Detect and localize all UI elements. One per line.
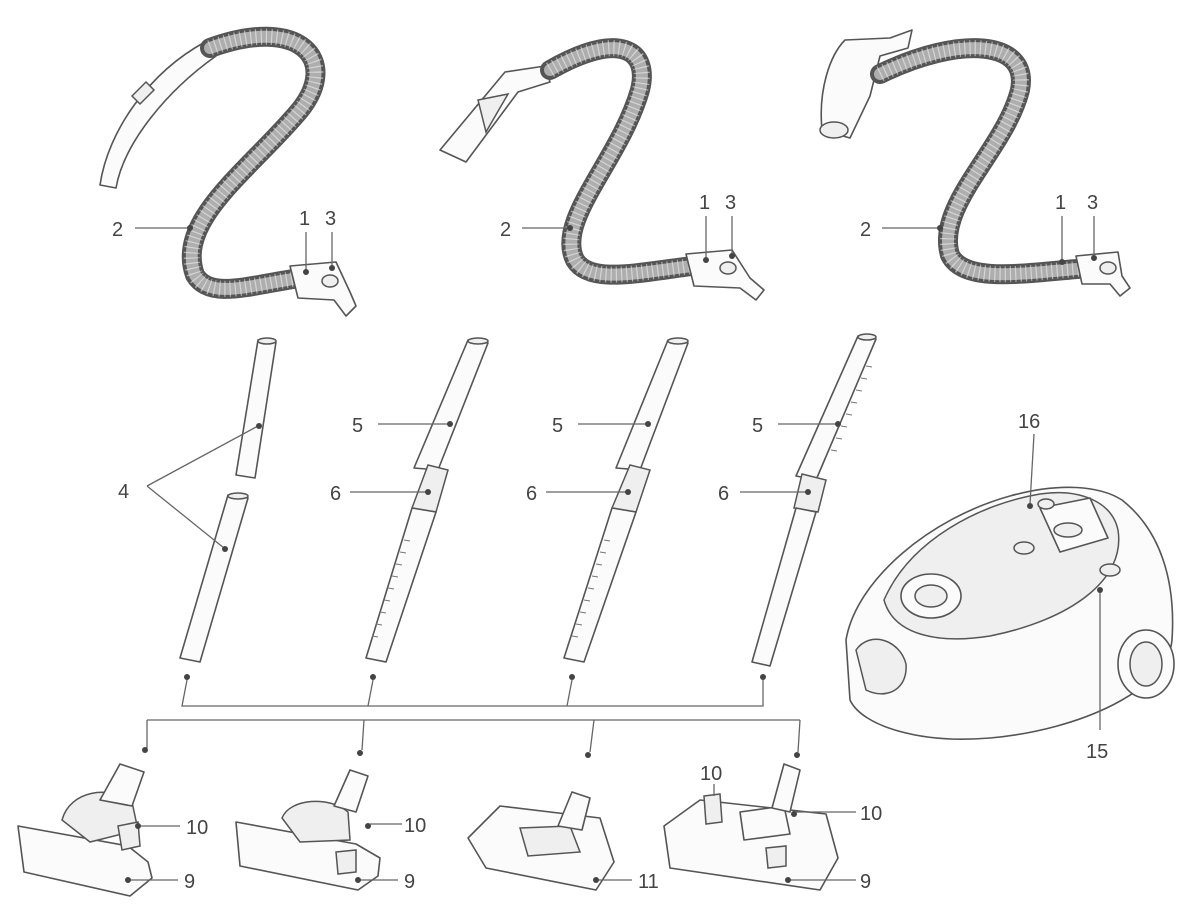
label-nozzle-3-parquet: 11 [638, 871, 659, 893]
label-nozzle-1-pedal: 9 [184, 871, 195, 893]
tube-1-slider-icon [410, 464, 449, 513]
telescopic-tube-1-icon [413, 339, 489, 471]
label-hose-1-body: 2 [112, 219, 123, 241]
nozzle-1: 10 9 [17, 763, 208, 897]
label-tube-1-telescopic: 5 [352, 415, 363, 437]
hose-1-connector-icon [289, 261, 357, 317]
label-hose-2-body: 2 [500, 219, 511, 241]
hose-3-connector-icon [1075, 251, 1131, 297]
hose-1-handle-icon [99, 41, 217, 189]
label-hose-1-connector: 1 [299, 208, 310, 230]
label-hose-3-catch: 3 [1087, 192, 1098, 214]
label-nozzle-1-rake: 10 [186, 817, 208, 839]
telescopic-tube-1: 5 6 [330, 337, 489, 663]
telescopic-tube-2: 5 6 [526, 337, 689, 663]
label-hose-2-connector: 1 [699, 192, 710, 214]
label-tube-3-slider: 6 [718, 483, 729, 505]
hose-1 [99, 26, 357, 317]
label-hose-3-connector: 1 [1055, 192, 1066, 214]
label-tube: 4 [118, 481, 129, 503]
tube-2-slider-icon [610, 464, 651, 513]
label-nozzle-2-rake: 10 [404, 815, 426, 837]
label-tube-1-slider: 6 [330, 483, 341, 505]
connection-lines [142, 674, 801, 758]
label-nozzle-4-rake-top: 10 [700, 763, 722, 785]
nozzle-1-pedal-icon [117, 821, 141, 851]
telescopic-tube-3: 5 6 [718, 333, 877, 667]
label-hose-3-body: 2 [860, 219, 871, 241]
hose-3-handle-icon [820, 29, 913, 139]
label-hose-1-catch: 3 [325, 208, 336, 230]
hose-3 [819, 29, 1131, 297]
hose-2 [439, 38, 765, 301]
nozzle-2: 10 9 [235, 769, 426, 893]
label-cleaner-panel: 15 [1086, 741, 1108, 763]
nozzle-4-pedal-icon [765, 845, 787, 869]
label-cleaner-lid: 16 [1018, 411, 1040, 433]
nozzle-4-rake-icon [703, 793, 723, 825]
hose-labels: 2 1 3 2 1 3 2 1 3 [112, 192, 1098, 275]
label-nozzle-2-pedal: 9 [404, 871, 415, 893]
extension-tubes: 4 [118, 337, 277, 663]
label-nozzle-4-rake: 10 [860, 803, 882, 825]
label-nozzle-4-pedal: 9 [860, 871, 871, 893]
nozzle-3: 11 [467, 791, 659, 893]
tube-upper-icon [235, 339, 277, 479]
label-tube-3-telescopic: 5 [752, 415, 763, 437]
nozzle-2-pedal-icon [335, 849, 357, 875]
telescopic-tube-3-icon [795, 335, 877, 481]
hose-2-connector-icon [685, 249, 765, 301]
vacuum-cleaner: 16 15 [845, 411, 1175, 763]
label-tube-2-telescopic: 5 [552, 415, 563, 437]
label-tube-2-slider: 6 [526, 483, 537, 505]
label-hose-2-catch: 3 [725, 192, 736, 214]
telescopic-tube-2-icon [615, 339, 689, 471]
nozzle-4: 10 10 9 [663, 763, 882, 893]
